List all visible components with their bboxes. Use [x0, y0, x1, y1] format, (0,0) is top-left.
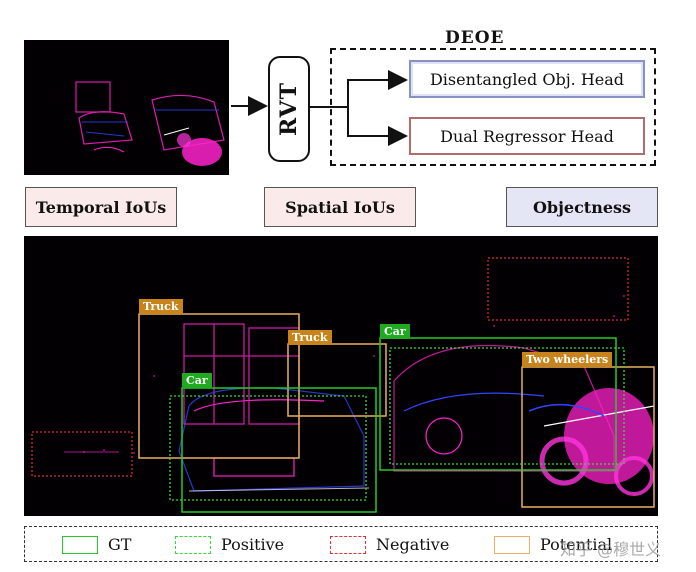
positive-box — [169, 395, 367, 501]
disentangled-obj-head: Disentangled Obj. Head — [409, 60, 645, 98]
legend-label-potential: Potential — [540, 535, 613, 554]
detection-tag-car: Car — [380, 324, 410, 339]
objectness-label: Objectness — [506, 187, 658, 227]
detection-tag-truck: Truck — [288, 330, 332, 345]
rvt-label: RVT — [276, 82, 303, 136]
rvt-backbone-block: RVT — [268, 56, 310, 162]
deoe-module-box — [330, 48, 656, 166]
legend-label-negative: Negative — [376, 535, 450, 554]
scene-car-center — [178, 387, 370, 492]
watermark: 知乎 @穆世义 — [560, 540, 662, 559]
gt-box — [181, 387, 377, 513]
negative-box — [487, 257, 629, 321]
legend-label-gt: GT — [108, 535, 132, 554]
scene-two-wheeler — [528, 388, 655, 496]
spatial-ious-label: Spatial IoUs — [264, 187, 416, 227]
legend-item-potential: Potential — [494, 535, 612, 554]
detection-event-image: Truck Truck Car Car Two wheelers — [24, 236, 658, 516]
input-event-image — [24, 40, 229, 175]
positive-box — [389, 347, 625, 465]
negative-box — [31, 431, 133, 477]
potential-box — [521, 366, 655, 508]
dual-regressor-head: Dual Regressor Head — [409, 117, 645, 155]
arrow-to-obj-head — [347, 70, 408, 107]
detection-event-drawing — [31, 257, 655, 513]
legend-item-positive: Positive — [175, 535, 284, 554]
potential-box — [287, 343, 387, 417]
pipeline-arrows — [231, 70, 408, 146]
event-noise — [83, 295, 625, 454]
legend-box — [24, 526, 658, 562]
detection-tag-car: Car — [182, 373, 212, 388]
legend-swatch-positive — [175, 535, 211, 554]
detection-tag-truck: Truck — [139, 299, 183, 314]
legend-swatch-gt — [62, 535, 98, 554]
arrow-to-regressor-head — [347, 107, 408, 146]
legend-label-positive: Positive — [221, 535, 285, 554]
temporal-ious-label: Temporal IoUs — [25, 187, 177, 227]
legend-swatch-potential — [494, 535, 530, 554]
potential-box — [138, 313, 300, 459]
legend-item-negative: Negative — [330, 535, 449, 554]
deoe-title: DEOE — [445, 28, 505, 48]
legend-swatch-negative — [330, 535, 366, 554]
gt-box — [379, 337, 617, 471]
input-event-image-drawing — [75, 81, 225, 166]
detection-tag-two-wheelers: Two wheelers — [522, 352, 613, 367]
legend-item-gt: GT — [62, 535, 131, 554]
